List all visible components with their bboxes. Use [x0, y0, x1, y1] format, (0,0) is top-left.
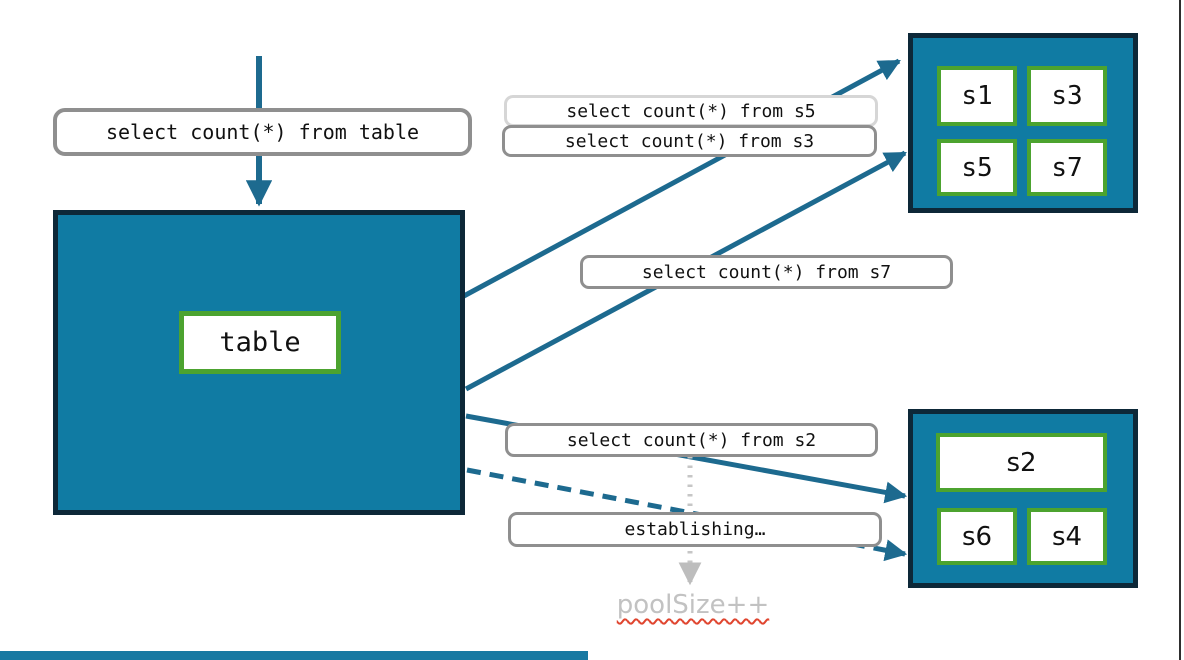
table-inner-label-box: table: [179, 311, 341, 374]
query-label-s7-text: select count(*) from s7: [641, 261, 892, 283]
query-label-s5: select count(*) from s5: [504, 95, 878, 127]
query-label-s2-text: select count(*) from s2: [566, 429, 817, 451]
query-label-s5-text: select count(*) from s5: [566, 100, 816, 122]
shard-s7: s7: [1027, 139, 1107, 196]
shard-s4: s4: [1027, 508, 1107, 565]
poolsize-note-text: poolSize++: [616, 590, 770, 620]
establishing-label: establishing…: [508, 512, 882, 547]
shard-s5: s5: [937, 139, 1017, 196]
shard-s6: s6: [937, 508, 1017, 565]
query-label-table: select count(*) from table: [53, 108, 472, 156]
shard-s1: s1: [937, 66, 1017, 126]
query-label-s7: select count(*) from s7: [580, 255, 953, 289]
slide-progress-bar: [0, 651, 588, 660]
right-edge-divider: [1179, 0, 1181, 660]
shard-s4-text: s4: [1051, 521, 1083, 552]
shard-s3: s3: [1027, 66, 1107, 126]
shard-box-bottom: s2 s6 s4: [908, 409, 1138, 588]
poolsize-note: poolSize++: [586, 590, 800, 620]
shard-s3-text: s3: [1051, 81, 1083, 111]
table-label-text: table: [219, 327, 301, 358]
shard-s6-text: s6: [961, 521, 993, 552]
shard-s2: s2: [936, 433, 1107, 492]
shard-s1-text: s1: [961, 81, 993, 111]
shard-box-top: s1 s3 s5 s7: [908, 33, 1138, 213]
establishing-label-text: establishing…: [624, 519, 766, 540]
query-label-s3: select count(*) from s3: [502, 125, 877, 157]
shard-s7-text: s7: [1051, 152, 1083, 183]
shard-s5-text: s5: [961, 152, 993, 183]
query-label-s2: select count(*) from s2: [505, 423, 878, 457]
shard-s2-text: s2: [1006, 447, 1037, 478]
query-label-table-text: select count(*) from table: [105, 120, 420, 144]
query-label-s3-text: select count(*) from s3: [564, 130, 815, 152]
table-box: table: [53, 210, 465, 515]
